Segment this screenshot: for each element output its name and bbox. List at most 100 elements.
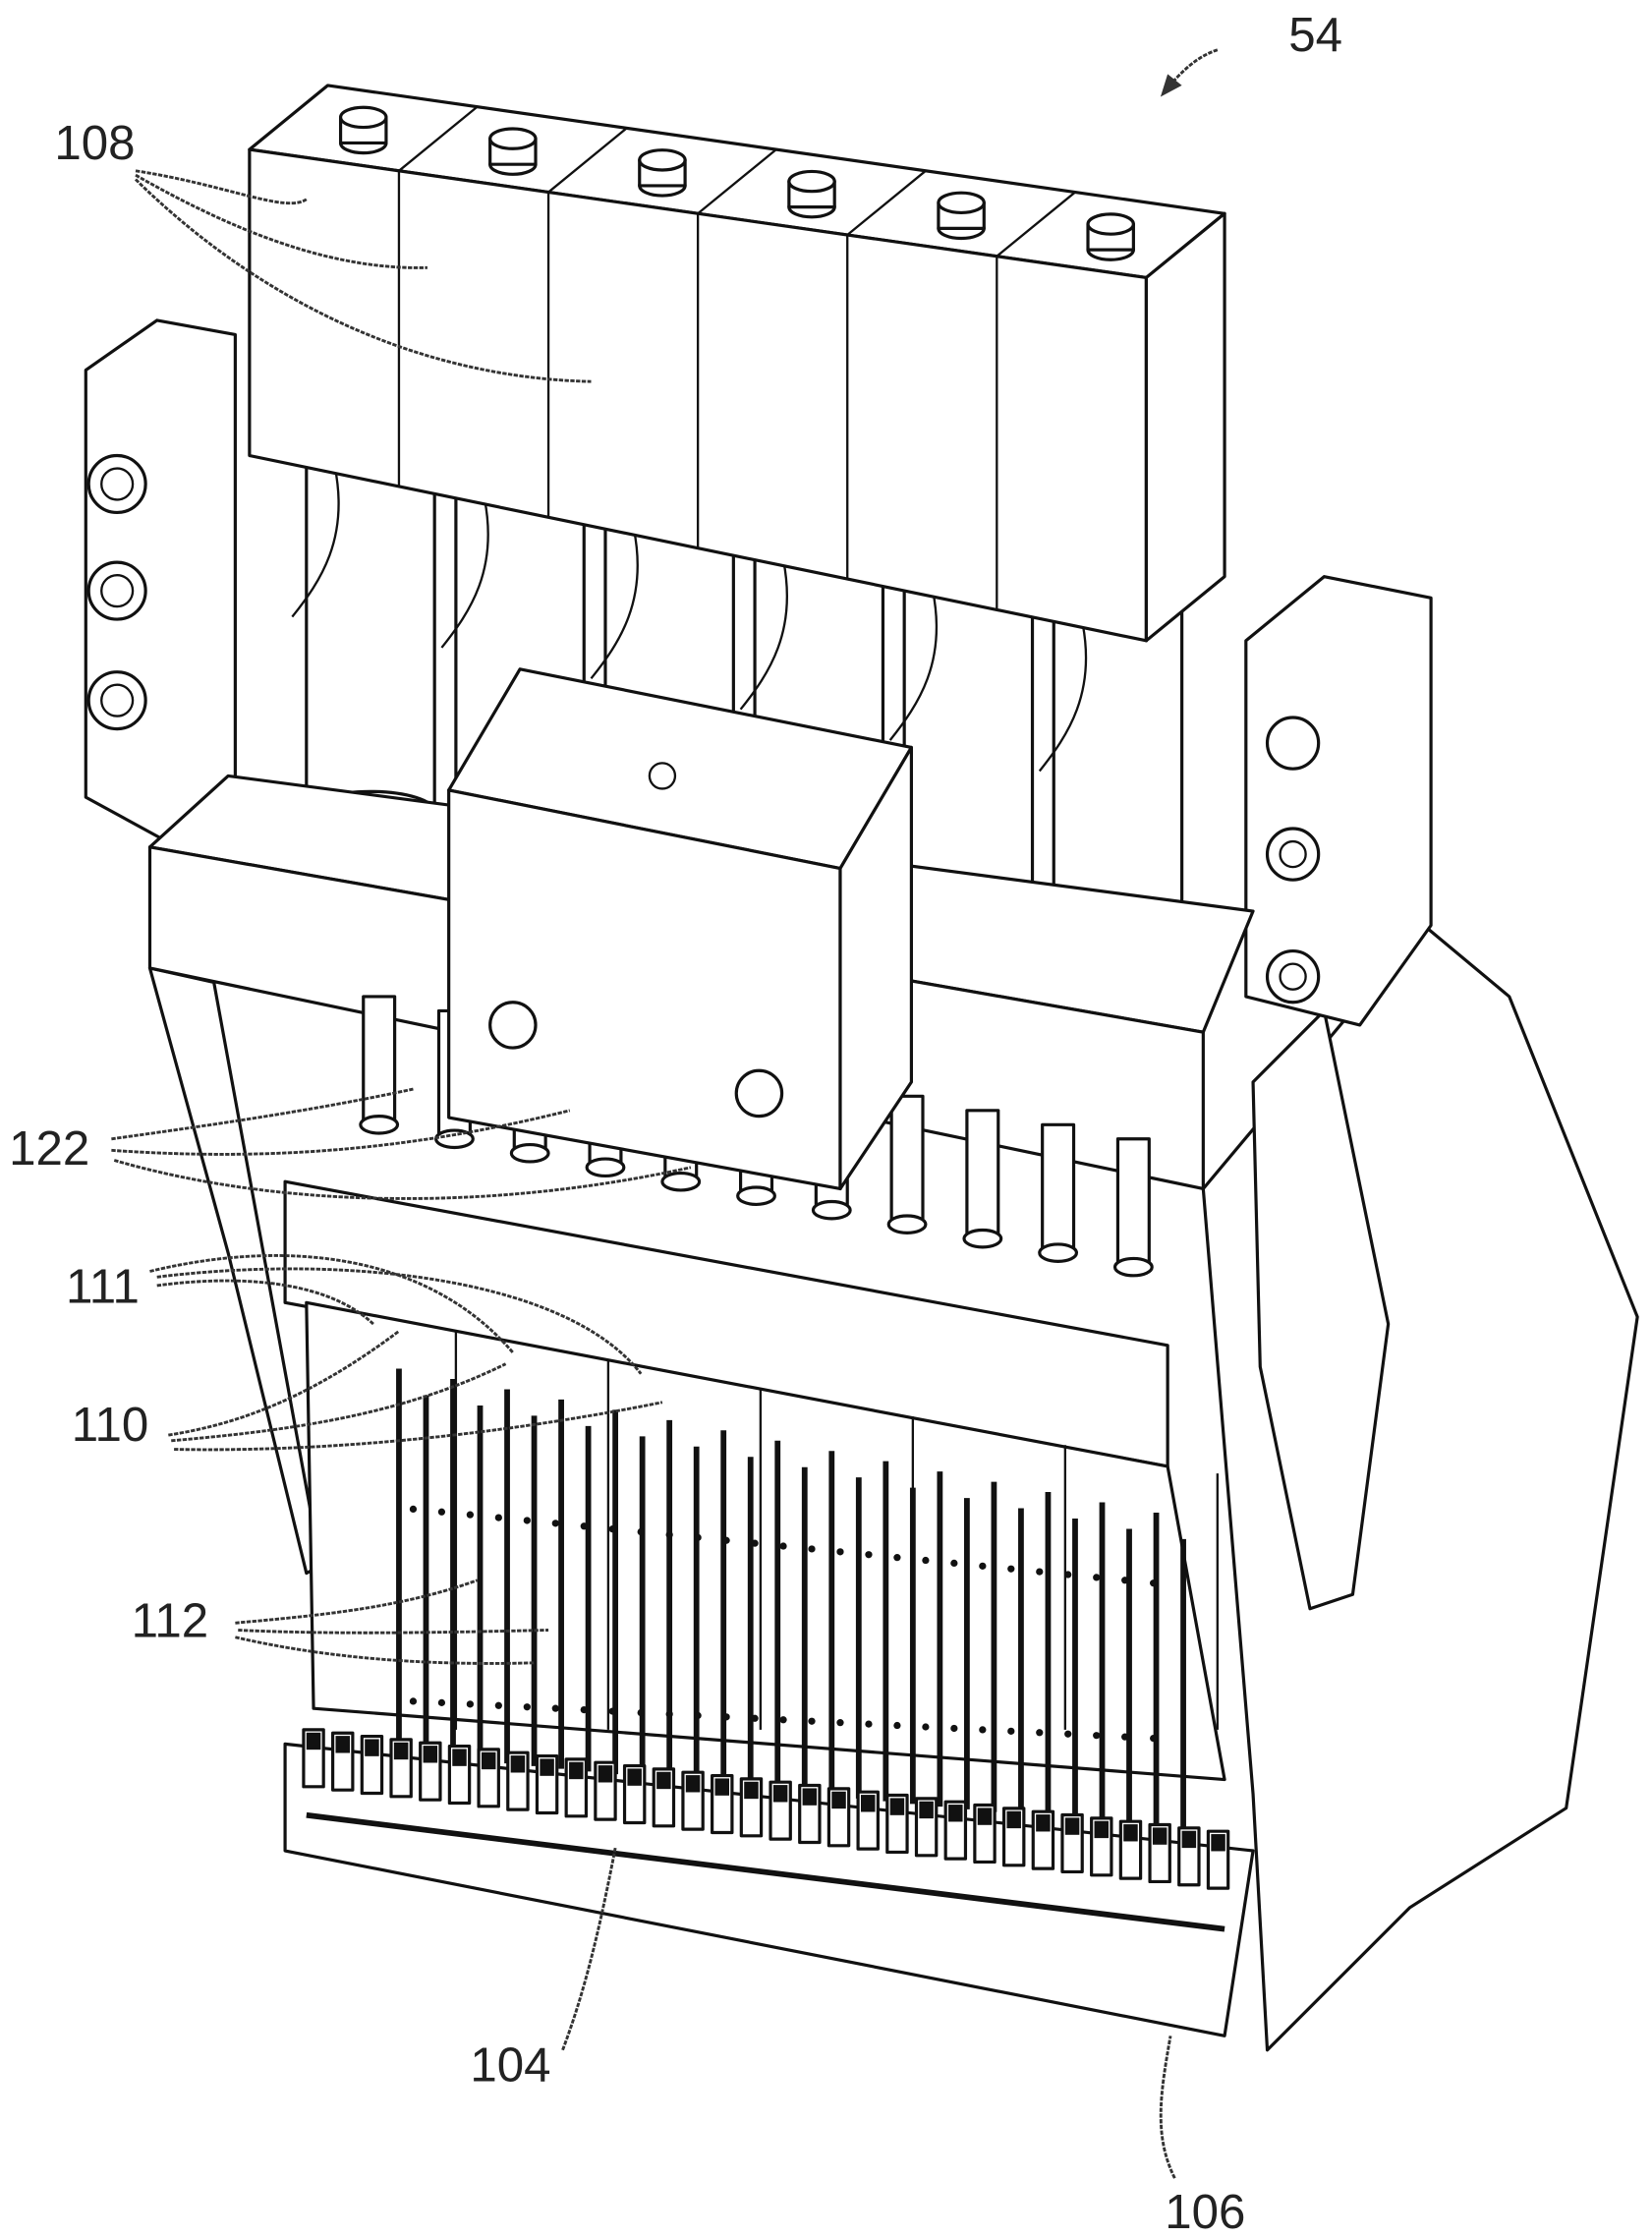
nozzle-tip xyxy=(662,1174,700,1190)
connector-key-top xyxy=(919,1802,933,1818)
knob-icon xyxy=(640,150,685,170)
nozzle xyxy=(967,1111,998,1238)
connector-key-top xyxy=(365,1739,378,1755)
hole-dot xyxy=(638,1528,645,1535)
knob-icon xyxy=(490,129,536,148)
label-110: 110 xyxy=(72,1398,149,1452)
nozzle-tip xyxy=(587,1159,624,1176)
hole-dot xyxy=(438,1509,445,1516)
connector-key-top xyxy=(307,1733,320,1750)
hole-dot xyxy=(1007,1728,1014,1735)
connector-key-top xyxy=(686,1775,700,1792)
label-54: 54 xyxy=(1288,8,1342,62)
label-122: 122 xyxy=(9,1121,89,1176)
modules-side xyxy=(1146,213,1225,641)
connector-key-top xyxy=(1182,1831,1196,1848)
hole-dot xyxy=(893,1722,900,1729)
knob-icon xyxy=(1088,214,1133,234)
connector-key-top xyxy=(1211,1834,1225,1851)
hole-dot xyxy=(1093,1732,1100,1739)
connector-key-top xyxy=(1095,1821,1109,1838)
hole-dot xyxy=(495,1702,502,1709)
hole-dot xyxy=(751,1715,758,1722)
label-106: 106 xyxy=(1165,2185,1245,2238)
hole-dot xyxy=(695,1712,702,1719)
hole-dot xyxy=(1064,1731,1071,1738)
connector-key-top xyxy=(744,1782,758,1799)
nozzle-tip xyxy=(361,1117,398,1133)
hole-dot xyxy=(979,1726,986,1733)
connector-key-top xyxy=(540,1758,553,1775)
hole-dot xyxy=(779,1542,786,1549)
connector-key-top xyxy=(948,1805,962,1821)
nozzle-tip xyxy=(436,1130,474,1147)
hole-dot xyxy=(609,1707,616,1714)
hole-dot xyxy=(922,1557,929,1564)
hole-dot xyxy=(808,1718,815,1725)
nozzle-tip xyxy=(813,1202,850,1219)
connector-key-top xyxy=(569,1762,583,1779)
nozzle-tip xyxy=(1115,1258,1153,1275)
connector-key-top xyxy=(803,1788,817,1805)
hole-dot xyxy=(751,1540,758,1547)
connector-key-top xyxy=(831,1792,845,1808)
knob-icon xyxy=(341,107,386,127)
hole-dot xyxy=(1093,1574,1100,1580)
hole-dot xyxy=(410,1506,417,1513)
hole-dot xyxy=(893,1554,900,1561)
connector-key-top xyxy=(715,1778,729,1795)
cap-screw-icon xyxy=(736,1070,781,1116)
nozzle xyxy=(364,997,395,1124)
nozzle xyxy=(891,1096,923,1224)
hole-dot xyxy=(467,1512,474,1519)
label-112: 112 xyxy=(132,1594,209,1648)
hole-dot xyxy=(1121,1577,1128,1583)
connector-key-top xyxy=(424,1746,437,1762)
hole-dot xyxy=(1150,1579,1157,1586)
connector-key-top xyxy=(1123,1824,1137,1841)
hole-dot xyxy=(808,1545,815,1552)
hole-dot xyxy=(438,1699,445,1706)
connector-key-top xyxy=(890,1798,904,1814)
nozzle xyxy=(1043,1124,1074,1252)
hole-dot xyxy=(638,1709,645,1716)
hole-dot xyxy=(524,1517,531,1523)
hole-dot xyxy=(1064,1571,1071,1578)
hole-dot xyxy=(495,1514,502,1521)
connector-key-top xyxy=(1036,1814,1050,1831)
hole-dot xyxy=(467,1700,474,1707)
label-111: 111 xyxy=(66,1259,140,1313)
connector-key-top xyxy=(773,1785,787,1802)
nozzle-tip xyxy=(964,1230,1001,1246)
connector-key-top xyxy=(1006,1811,1020,1828)
right-fittings xyxy=(1268,717,1319,1003)
hole-dot xyxy=(609,1525,616,1532)
hole-dot xyxy=(1036,1568,1043,1575)
nozzle-tip xyxy=(888,1216,926,1233)
connector-key-top xyxy=(978,1808,992,1824)
hole-dot xyxy=(1150,1735,1157,1742)
hole-dot xyxy=(922,1723,929,1730)
hole-dot xyxy=(1007,1566,1014,1573)
knob-icon xyxy=(939,193,984,212)
connector-key-top xyxy=(511,1755,525,1772)
connector-key-top xyxy=(861,1795,875,1811)
hole-dot xyxy=(666,1531,673,1538)
left-fittings xyxy=(88,456,145,729)
nozzle-tip xyxy=(1040,1244,1077,1261)
connector-key-top xyxy=(627,1768,641,1785)
hole-dot xyxy=(581,1522,588,1529)
hole-dot xyxy=(1121,1734,1128,1741)
nozzle-tip xyxy=(511,1145,548,1162)
hole-dot xyxy=(552,1705,559,1712)
connector-key-top xyxy=(656,1772,670,1789)
hole-dot xyxy=(865,1551,872,1558)
hole-dot xyxy=(410,1697,417,1704)
hole-dot xyxy=(979,1563,986,1570)
connector-key-top xyxy=(1153,1827,1167,1844)
connector-key-top xyxy=(482,1752,495,1769)
hole-dot xyxy=(950,1725,957,1732)
cylinder xyxy=(307,453,434,812)
hole-dot xyxy=(865,1720,872,1727)
